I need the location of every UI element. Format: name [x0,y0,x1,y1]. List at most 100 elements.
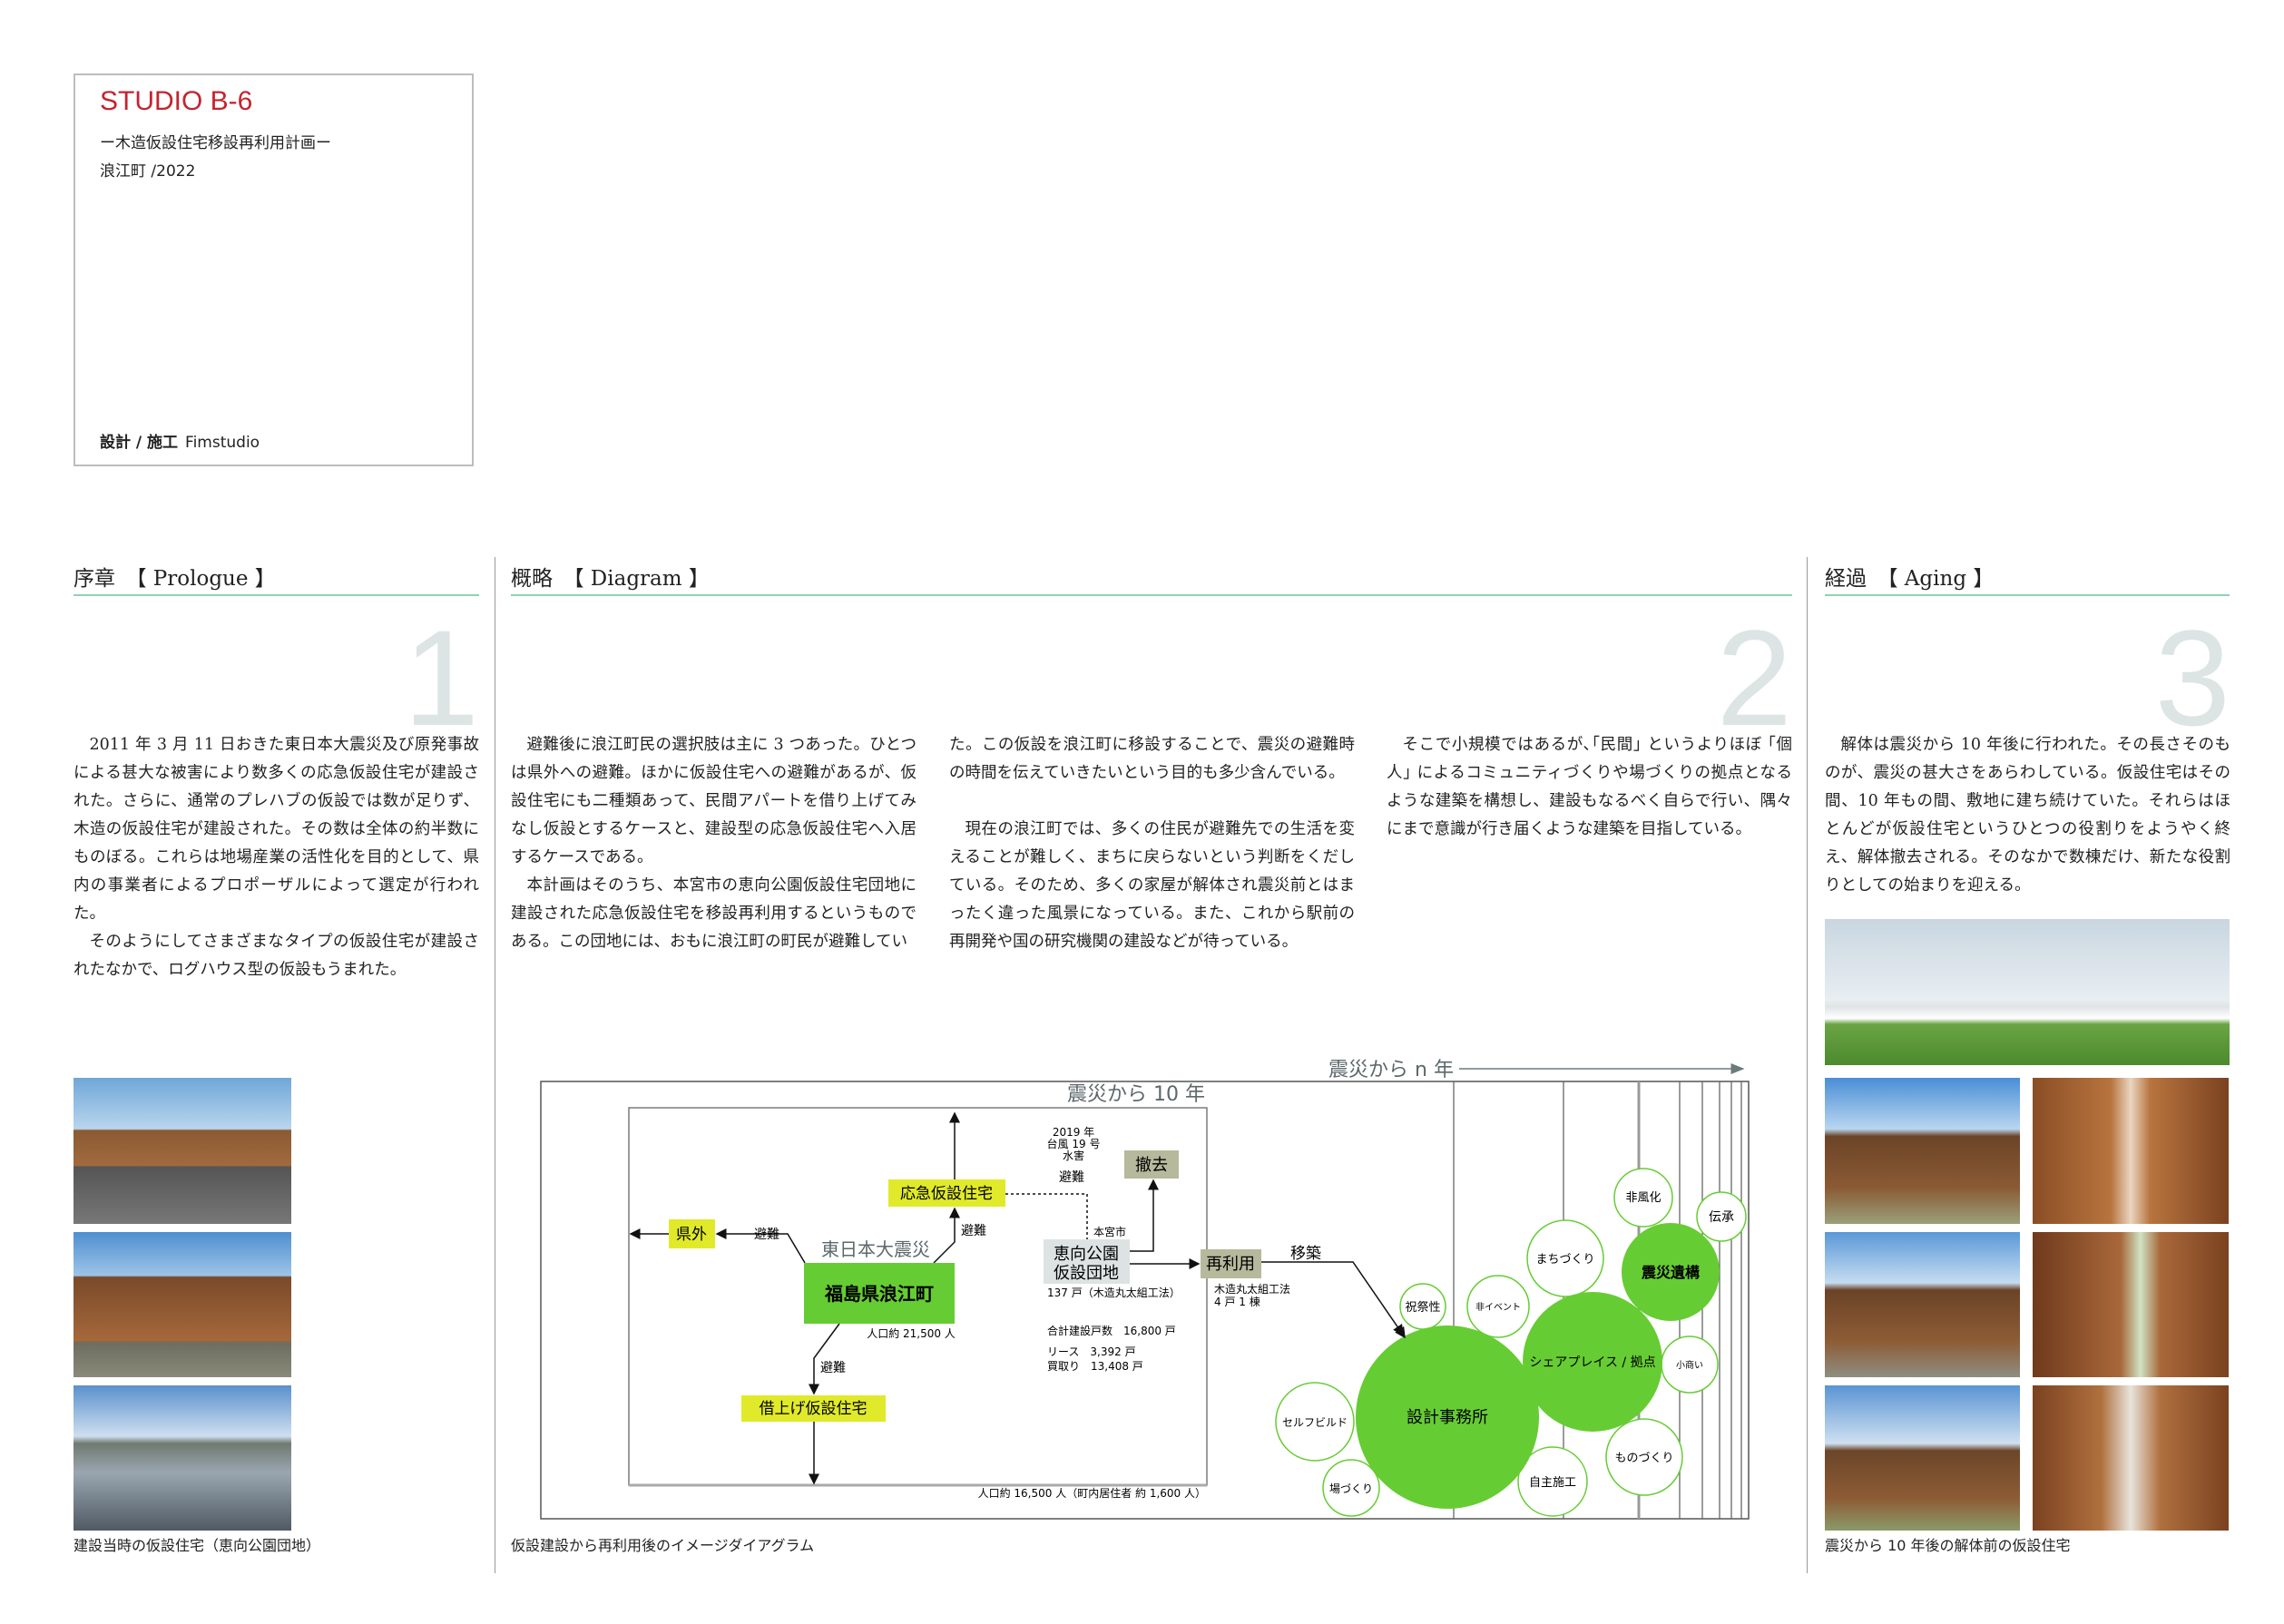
label-town: 福島県浪江町 [824,1283,934,1305]
bubble-label: 場づくり [1329,1482,1373,1495]
diagram-text-col2: た。この仮設を浪江町に移設することで、震災の避難時の時間を伝えていきたいという目… [949,731,1355,956]
bubble-share-place [1523,1292,1662,1432]
bubble-label: 非イベント [1475,1302,1521,1313]
bubble-disaster-remains [1622,1223,1720,1321]
section-underline [74,594,479,596]
paragraph: 現在の浪江町では、多くの住民が避難先での生活を変えることが難しく、まちに戻らない… [949,820,1355,951]
typhoon-flood: 水害 [1063,1149,1084,1162]
photo-temporary-housing-street [74,1078,291,1224]
bubble-craft [1605,1418,1683,1496]
bubble-label: 震災遺構 [1641,1264,1700,1281]
paragraph: た。この仮設を浪江町に移設することで、震災の避難時の時間を伝えていきたいという目… [949,736,1355,782]
label-evacuate: 避難 [820,1361,846,1375]
bubble-label: セルフビルド [1282,1416,1348,1429]
box-removal [1124,1150,1179,1179]
bubble-town-making [1526,1219,1604,1297]
box-complex [1044,1239,1130,1284]
bubble-label: 設計事務所 [1407,1408,1488,1427]
section-title-diagram: 概略 【 Diagram 】 [511,567,710,591]
section-title-prologue: 序章 【 Prologue 】 [74,567,276,591]
credit-label: 設計 / 施工 [100,434,179,452]
lease-units: リース 3,392 戸 [1047,1345,1136,1358]
aging-caption: 震災から 10 年後の解体前の仮設住宅 [1825,1537,2071,1554]
label-removal: 撤去 [1135,1156,1168,1175]
section-underline [1825,594,2230,596]
photo-exterior-3 [1825,1385,2020,1531]
bubble-outline-group [1275,1168,1747,1517]
title-box: STUDIO B-6 ー木造仮設住宅移設再利用計画ー 浪江町 /2022 設計 … [74,73,474,466]
label-outside-pref: 県外 [676,1226,707,1244]
photo-exterior-2 [1825,1232,2020,1377]
photo-site-panorama [1825,919,2230,1065]
bubble-label: 自主施工 [1529,1476,1576,1490]
paragraph: 2011 年 3 月 11 日おきた東日本大震災及び原発事故による甚大な被害によ… [74,736,479,923]
aging-text: 解体は震災から 10 年後に行われた。その長さそのものが、震災の甚大さをあらわし… [1825,731,2230,900]
bubble-non-event [1466,1275,1530,1338]
paragraph: 避難後に浪江町民の選択肢は主に 3 つあった。ひとつは県外への避難。ほかに仮設住… [511,736,917,866]
paragraph: そこで小規模ではあるが､｢民間｣ というよりほぼ ｢個人｣ によるコミュニティづ… [1387,736,1792,838]
label-evacuate: 避難 [1059,1170,1084,1185]
bubble-label: シェアプレイス / 拠点 [1529,1355,1655,1370]
project-subtitle: ー木造仮設住宅移設再利用計画ー [100,134,331,152]
photo-exterior-1 [1825,1078,2020,1224]
reuse-method: 木造丸太組工法 [1214,1282,1290,1296]
box-town [804,1263,955,1324]
diagram-caption: 仮設建設から再利用後のイメージダイアグラム [511,1537,815,1554]
bubble-label: 小商い [1676,1359,1703,1371]
paragraph: 解体は震災から 10 年後に行われた。その長さそのものが、震災の甚大さをあらわし… [1825,736,2230,895]
label-emergency-housing: 応急仮設住宅 [900,1185,993,1203]
population-after: 人口約 16,500 人（町内居住者 約 1,600 人） [978,1486,1206,1500]
typhoon-year: 2019 年 [1053,1126,1094,1139]
bubble-place-making [1322,1459,1380,1517]
period-10-years: 震災から 10 年 [1067,1083,1205,1106]
bubble-filled-group [1356,1223,1720,1509]
place-year: 浪江町 /2022 [100,162,196,181]
diagram-text-col3: そこで小規模ではあるが､｢民間｣ というよりほぼ ｢個人｣ によるコミュニティづ… [1387,731,1792,844]
photo-interior-1 [2033,1078,2229,1224]
complex-units: 137 戸（木造丸太組工法） [1047,1286,1181,1299]
label-complex-1: 恵向公園 [1054,1245,1119,1264]
box-reuse [1201,1249,1261,1278]
prologue-caption: 建設当時の仮設住宅（恵向公園団地） [74,1537,321,1554]
diagram-text-col1: 避難後に浪江町民の選択肢は主に 3 つあった。ひとつは県外への避難。ほかに仮設住… [511,731,917,956]
label-evacuate: 避難 [754,1228,779,1242]
prologue-text: 2011 年 3 月 11 日おきた東日本大震災及び原発事故による甚大な被害によ… [74,731,479,984]
paragraph: 本計画はそのうち、本宮市の恵向公園仮設住宅団地に建設された応急仮設住宅を移設再利… [511,876,917,951]
bubble-label: ものづくり [1614,1452,1673,1465]
bubble-design-office [1356,1326,1539,1509]
total-units: 合計建設戸数 16,800 戸 [1047,1324,1176,1337]
photo-temporary-housing-row [74,1232,291,1377]
bubble-non-weathering [1613,1168,1673,1228]
section-title-aging: 経過 【 Aging 】 [1825,567,1995,591]
section-number-2: 2 [1716,602,1792,754]
population-before: 人口約 21,500 人 [867,1326,956,1340]
label-relocate: 移築 [1290,1245,1321,1263]
label-disaster: 東日本大震災 [821,1238,930,1260]
section-underline [511,594,1792,596]
typhoon-name: 台風 19 号 [1047,1137,1101,1150]
section-number-3: 3 [2154,602,2230,754]
label-rented-housing: 借上げ仮設住宅 [760,1400,868,1418]
photo-interior-2 [2033,1232,2229,1377]
bubble-self-construction [1517,1446,1588,1517]
box-emergency-housing [888,1179,1005,1207]
label-complex-2: 仮設団地 [1054,1264,1119,1283]
reuse-units: 4 戸 1 棟 [1214,1295,1260,1308]
bubble-label: 伝承 [1709,1210,1734,1225]
photo-interior-3 [2033,1385,2229,1531]
paragraph: そのようにしてさまざまなタイプの仮設住宅が建設されたなかで、ログハウス型の仮設も… [74,933,479,979]
box-outside-pref [669,1219,715,1248]
column-divider [1807,557,1808,1573]
label-motomiya: 本宮市 [1093,1225,1126,1238]
bubble-self-build [1275,1382,1355,1462]
outer-frame [540,1081,1750,1520]
bubble-label: まちづくり [1535,1253,1594,1267]
period-n-years: 震災から n 年 [1328,1059,1454,1081]
bubble-label: 祝祭性 [1405,1301,1440,1315]
studio-title: STUDIO B-6 [100,86,253,116]
box-rented-housing [741,1395,886,1422]
label-reuse: 再利用 [1206,1255,1255,1274]
section-number-1: 1 [403,602,479,754]
